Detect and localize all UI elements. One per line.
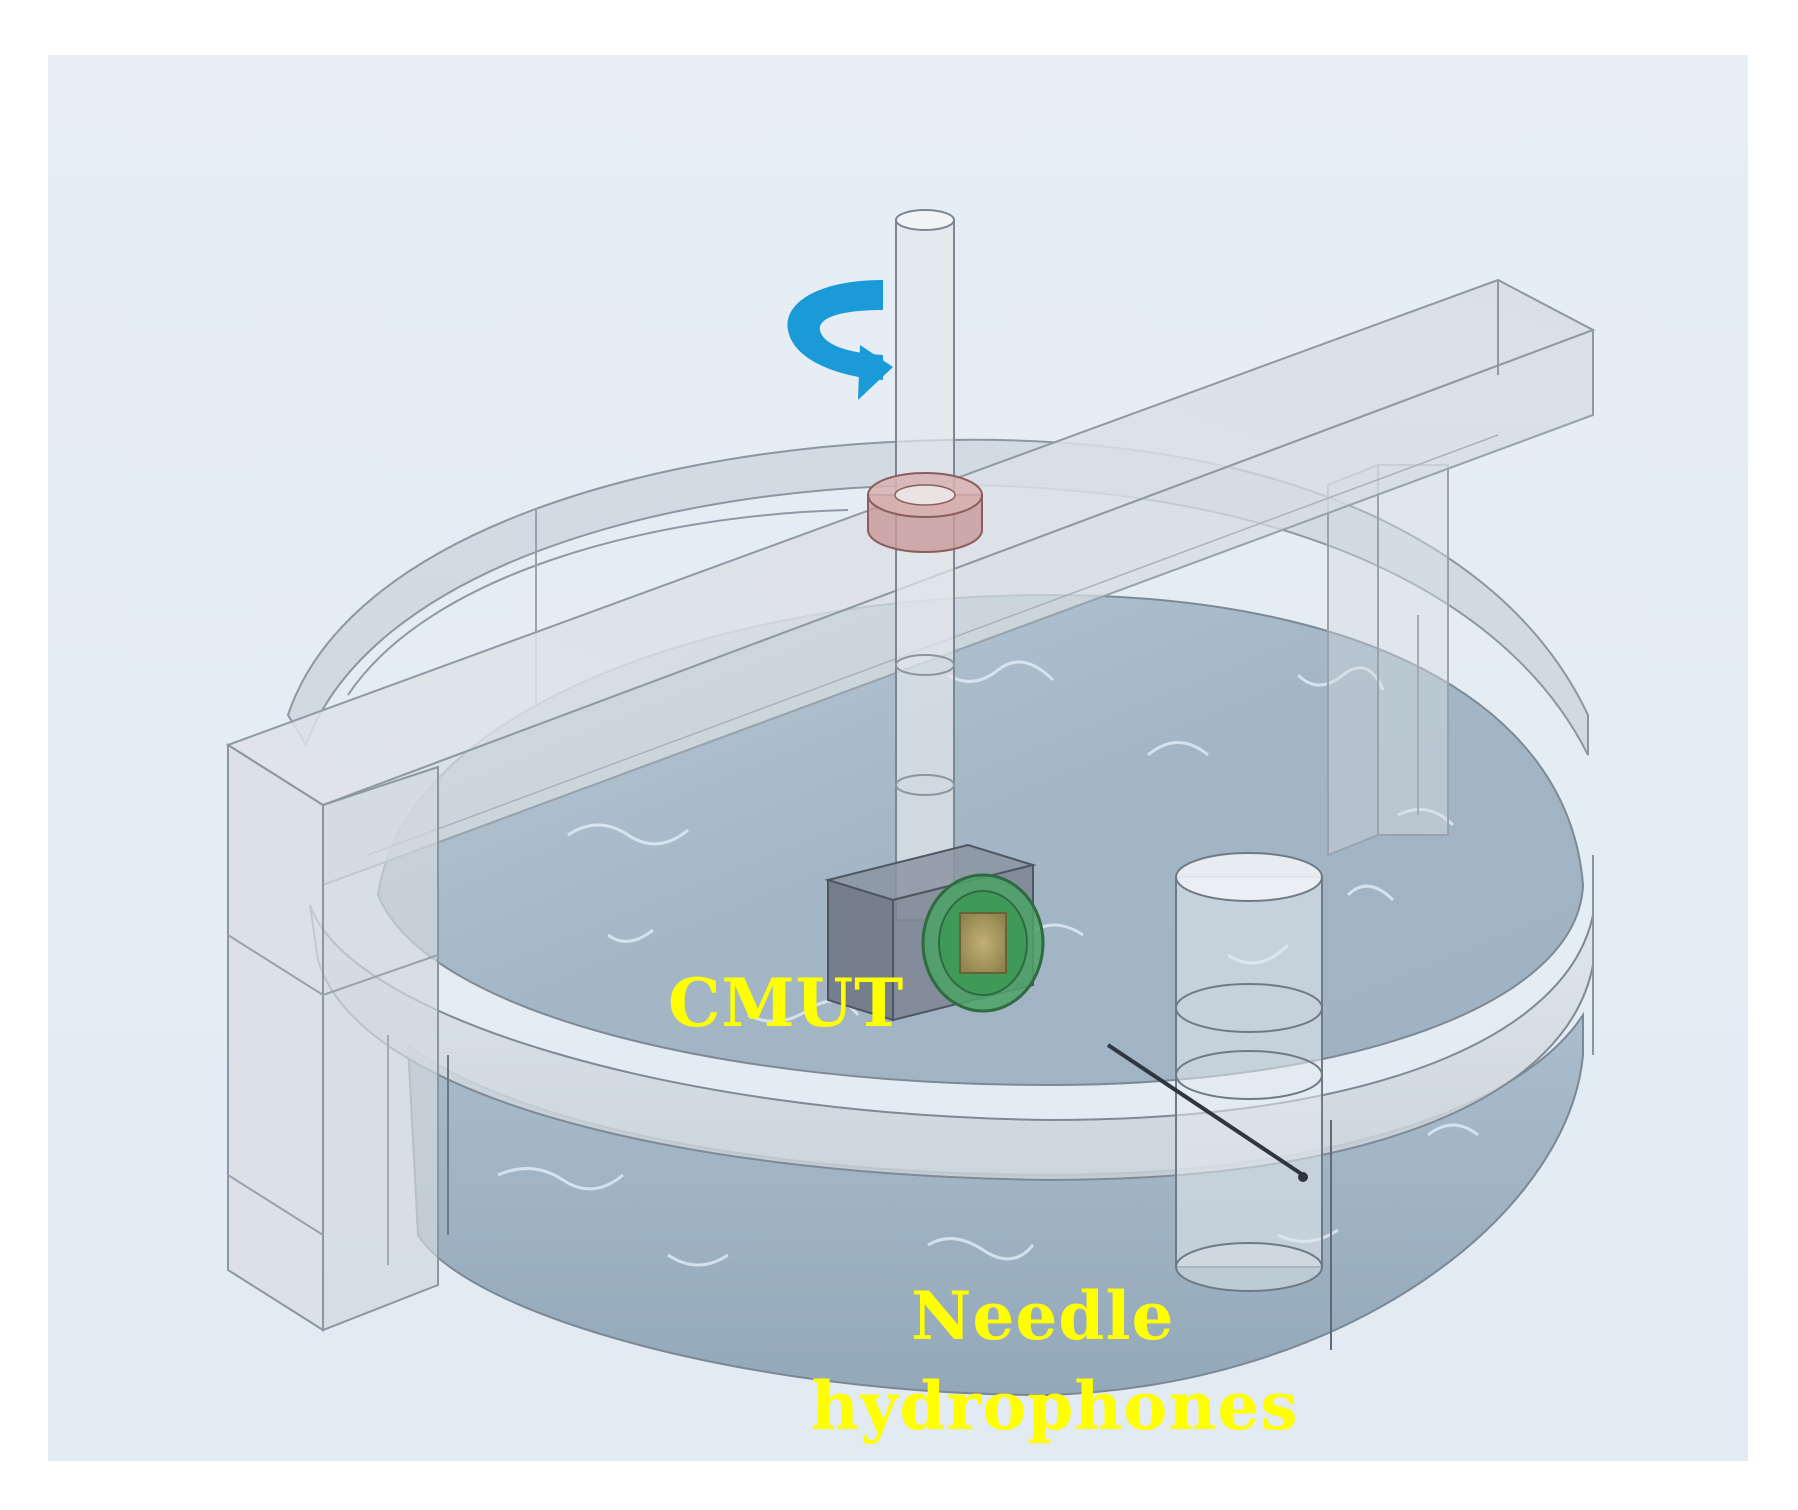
- bearing-ring: [867, 472, 983, 553]
- tank-diagram: [225, 209, 1596, 1397]
- needle-hydrophone: [1106, 1043, 1308, 1182]
- frame-right-pillar: [1327, 463, 1449, 857]
- water-caustics: [497, 660, 1479, 1267]
- cmut-transducer: [921, 873, 1045, 1013]
- needle-hydrophones-label-line2: hydrophones: [811, 1367, 1299, 1445]
- hydrophone-cylinder: [1175, 852, 1323, 1292]
- frame-left-pillar: [227, 743, 439, 1332]
- rotation-shaft: [895, 209, 955, 921]
- figure-panel: CMUT Needle hydrophones: [48, 55, 1748, 1461]
- rotation-arrow-icon: [787, 280, 893, 400]
- cmut-label: CMUT: [668, 964, 905, 1042]
- needle-hydrophones-label-line1: Needle: [911, 1277, 1175, 1355]
